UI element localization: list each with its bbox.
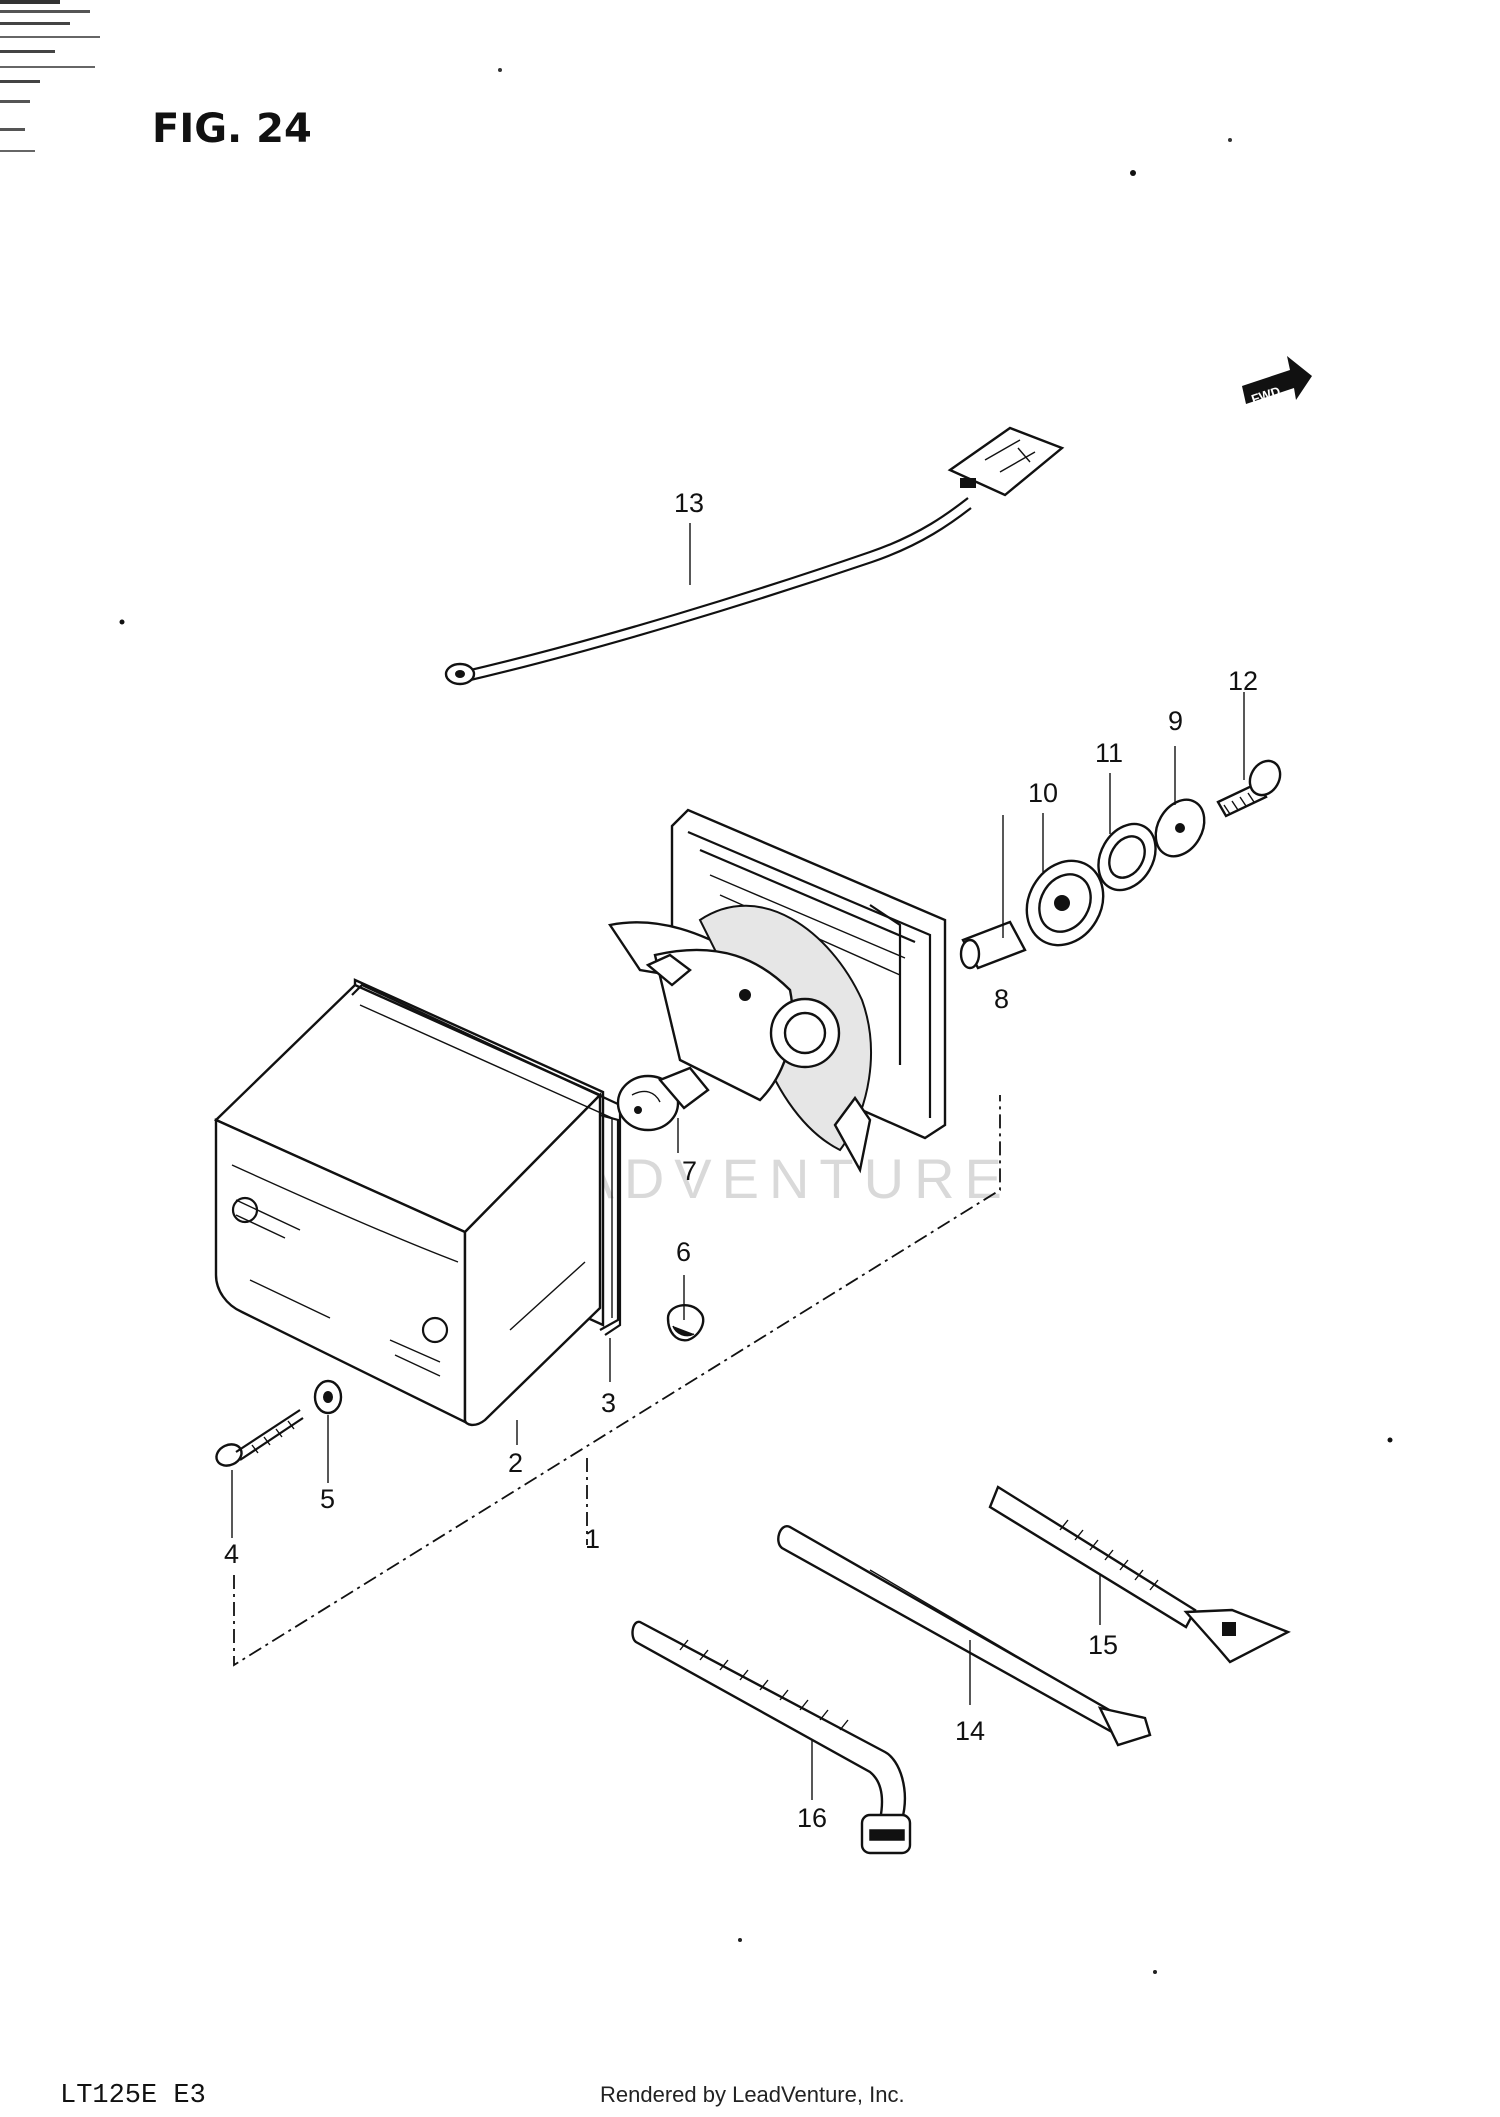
clamp-band-14 <box>777 1525 1152 1747</box>
screw-4 <box>215 1409 304 1467</box>
lens-assembly-2 <box>213 978 620 1427</box>
clamp-band-16 <box>631 1620 912 1855</box>
part-label-13: 13 <box>674 488 704 518</box>
washer-9 <box>1154 798 1206 858</box>
part-label-5: 5 <box>320 1484 335 1514</box>
leader-lines <box>231 523 1245 1800</box>
part-label-16: 16 <box>797 1803 827 1833</box>
part-label-1: 1 <box>585 1524 600 1554</box>
part-label-15: 15 <box>1088 1630 1118 1660</box>
bulb-7 <box>616 1066 710 1132</box>
clamp-band-15 <box>988 1485 1291 1664</box>
spacer-8 <box>959 920 1027 970</box>
part-label-8: 8 <box>994 984 1009 1014</box>
part-label-10: 10 <box>1028 778 1058 808</box>
part-label-7: 7 <box>682 1156 697 1186</box>
forward-arrow-icon: FWD <box>1242 356 1312 407</box>
model-code: LT125E E3 <box>60 2081 206 2111</box>
washer-11 <box>1097 822 1157 892</box>
grommet-6 <box>666 1304 705 1342</box>
grommet-10 <box>1025 859 1105 947</box>
figure-title: FIG. 24 <box>152 106 312 152</box>
part-label-14: 14 <box>955 1716 985 1746</box>
part-label-3: 3 <box>601 1388 616 1418</box>
part-label-2: 2 <box>508 1448 523 1478</box>
render-credit: Rendered by LeadVenture, Inc. <box>600 2082 905 2107</box>
lamp-housing <box>608 808 947 1174</box>
wire-harness-13 <box>444 426 1065 686</box>
part-label-6: 6 <box>676 1237 691 1267</box>
part-label-9: 9 <box>1168 706 1183 736</box>
assembly-dash-lines <box>233 1095 1001 1667</box>
bolt-12 <box>1216 759 1282 818</box>
part-label-4: 4 <box>224 1539 239 1569</box>
scan-noise <box>0 0 1393 1974</box>
part-label-12: 12 <box>1228 666 1258 696</box>
washer-5 <box>313 1379 343 1415</box>
part-number-labels: 1 2 3 4 5 6 7 8 9 10 11 12 13 14 15 16 <box>224 488 1258 1833</box>
part-label-11: 11 <box>1095 738 1123 768</box>
